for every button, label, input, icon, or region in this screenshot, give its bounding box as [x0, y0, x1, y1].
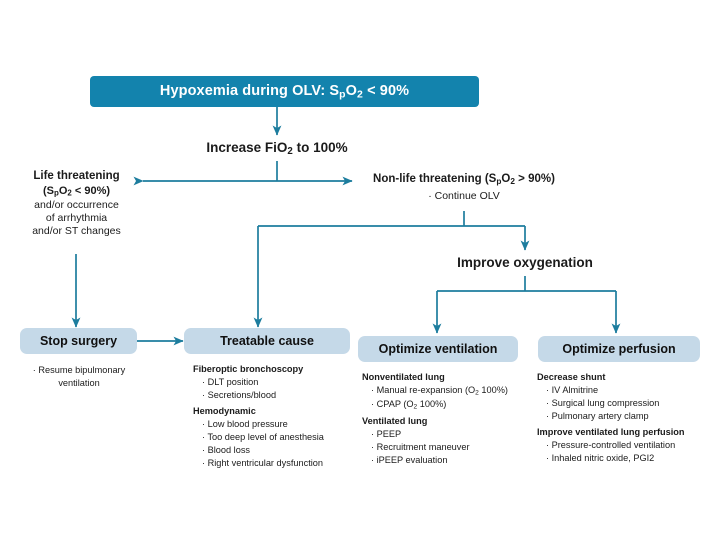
branch-life-threatening-line-3: and/or ST changes [32, 225, 121, 238]
detail-optimize-ventilation-item-3: · PEEP [371, 428, 402, 439]
header-banner-hypoxemia: Hypoxemia during OLV: SpO2 < 90% [90, 76, 479, 107]
branch-life-threatening-title: Life threatening [33, 170, 120, 182]
box-optimize-ventilation[interactable]: Optimize ventilation [358, 336, 518, 362]
detail-optimize-ventilation-item-2: · CPAP (O2 100%) [371, 398, 447, 411]
box-stop-surgery-label: Stop surgery [39, 334, 118, 348]
detail-optimize-perfusion-item-1: · IV Almitrine [546, 385, 599, 396]
detail-treatable-cause-item-3: · Low blood pressure [202, 419, 288, 430]
box-treatable-cause-label: Treatable cause [220, 334, 314, 348]
detail-treatable-cause-item-5: · Blood loss [202, 445, 251, 456]
detail-treatable-cause-heading-1: Fiberoptic bronchoscopy [193, 364, 304, 374]
detail-optimize-perfusion-item-2: · Surgical lung compression [546, 398, 660, 409]
box-stop-surgery[interactable]: Stop surgery [20, 328, 137, 354]
detail-treatable-cause-item-2: · Secretions/blood [202, 390, 277, 401]
detail-treatable-cause: Fiberoptic bronchoscopy · DLT position ·… [193, 363, 358, 471]
branch-life-threatening: Life threatening (SpO2 < 90%) and/or occ… [8, 169, 145, 239]
detail-stop-surgery-item-1: · Resume bipulmonary [32, 365, 126, 375]
detail-optimize-ventilation-item-4: · Recruitment maneuver [371, 441, 470, 452]
detail-treatable-cause-item-6: · Right ventricular dysfunction [202, 458, 324, 469]
box-optimize-ventilation-label: Optimize ventilation [378, 342, 498, 356]
detail-optimize-ventilation: Nonventilated lung · Manual re-expansion… [362, 371, 522, 467]
detail-optimize-perfusion-heading-2: Improve ventilated lung perfusion [537, 427, 685, 438]
detail-treatable-cause-heading-2: Hemodynamic [193, 406, 256, 417]
detail-optimize-ventilation-heading-2: Ventilated lung [362, 415, 428, 426]
detail-optimize-perfusion-item-5: · Inhaled nitric oxide, PGI2 [546, 453, 655, 464]
branch-life-threatening-line-2: of arrhythmia [45, 212, 108, 225]
detail-optimize-ventilation-item-1: · Manual re-expansion (O2 100%) [371, 385, 508, 397]
branch-non-life-threatening: Non-life threatening (SpO2 > 90%) · Cont… [356, 172, 572, 204]
detail-treatable-cause-item-1: · DLT position [202, 377, 259, 388]
box-optimize-perfusion[interactable]: Optimize perfusion [538, 336, 700, 362]
box-optimize-perfusion-label: Optimize perfusion [562, 342, 676, 356]
branch-life-threatening-line-1: and/or occurrence [34, 198, 119, 211]
branch-non-life-threatening-title: Non-life threatening (SpO2 > 90%) [373, 173, 555, 186]
detail-optimize-perfusion-heading-1: Decrease shunt [537, 372, 606, 382]
box-treatable-cause[interactable]: Treatable cause [184, 328, 350, 354]
detail-treatable-cause-item-4: · Too deep level of anesthesia [202, 432, 324, 443]
detail-optimize-perfusion-item-3: · Pulmonary artery clamp [546, 411, 649, 422]
detail-stop-surgery-item-2: ventilation [58, 378, 100, 389]
step-improve-oxygenation: Improve oxygenation [457, 255, 593, 270]
branch-life-threatening-subtitle: (SpO2 < 90%) [42, 184, 111, 198]
detail-stop-surgery: · Resume bipulmonary ventilation [14, 364, 144, 390]
detail-optimize-perfusion-item-4: · Pressure-controlled ventilation [546, 440, 676, 451]
detail-optimize-ventilation-heading-1: Nonventilated lung [362, 372, 445, 382]
detail-optimize-ventilation-item-5: · iPEEP evaluation [371, 454, 448, 465]
branch-non-life-threatening-item-1: · Continue OLV [428, 190, 500, 203]
header-banner-label: Hypoxemia during OLV: SpO2 < 90% [159, 82, 410, 101]
detail-optimize-perfusion: Decrease shunt · IV Almitrine · Surgical… [537, 371, 712, 465]
step-increase-fio2: Increase FiO2 to 100% [206, 140, 348, 158]
